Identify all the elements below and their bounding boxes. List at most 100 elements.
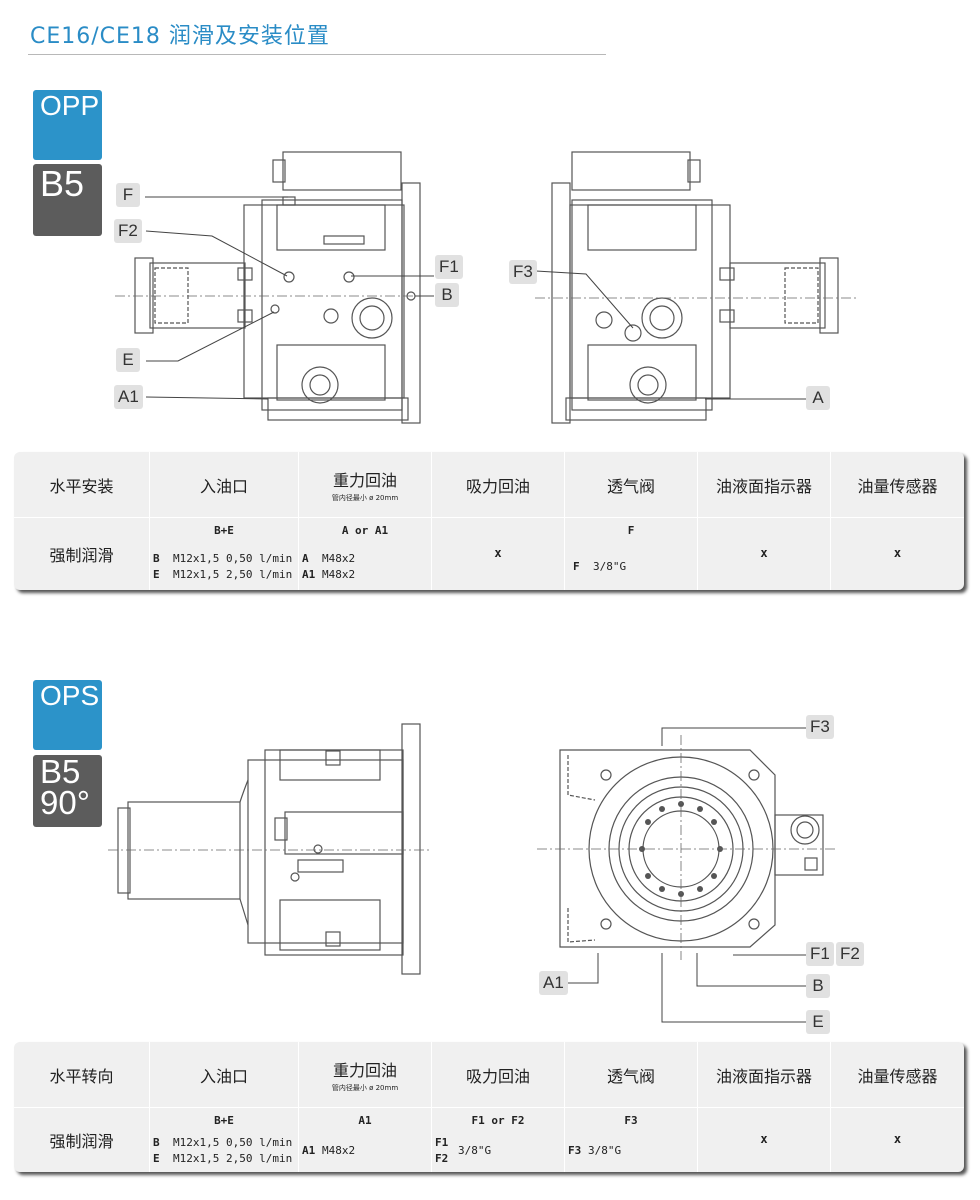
header-gravity: 重力回油 — [332, 1060, 397, 1080]
level-x: x — [760, 546, 768, 560]
callout-f2: F2 — [114, 219, 142, 243]
callout-e: E — [116, 348, 140, 372]
ops-spec-table: 水平转向 入油口 重力回油管内径最小 ø 20mm 吸力回油 透气阀 油液面指示… — [14, 1042, 964, 1172]
suction-key: F2 — [435, 1152, 449, 1165]
header-cell: 入油口 — [149, 452, 298, 517]
callout-f3: F3 — [806, 715, 834, 739]
row-divider — [14, 1107, 964, 1108]
inlet-value: M12x1,5 2,50 l/min — [173, 1152, 293, 1165]
header-inlet: 入油口 — [199, 1066, 248, 1086]
inlet-title: B+E — [214, 524, 234, 537]
header-mounting: 水平转向 — [49, 1066, 114, 1086]
header-cell: 透气阀 — [564, 1042, 697, 1107]
vent-title: F — [627, 524, 635, 537]
tag-b5-90-line1: B5 — [40, 753, 81, 790]
gravity-title: A1 — [358, 1114, 372, 1127]
header-inlet: 入油口 — [199, 476, 248, 496]
header-cell: 透气阀 — [564, 452, 697, 517]
row-label: 强制润滑 — [49, 1132, 114, 1151]
header-cell: 油液面指示器 — [697, 452, 830, 517]
row-label-cell: 强制润滑 — [14, 1108, 149, 1172]
vent-key: F3 — [568, 1144, 582, 1157]
row-divider — [14, 517, 964, 518]
callout-a: A — [806, 386, 830, 410]
gravity-key: A1 — [302, 568, 316, 581]
header-mounting: 水平安装 — [49, 476, 114, 496]
header-cell: 油量传感器 — [830, 452, 964, 517]
sensor-x: x — [893, 546, 902, 560]
header-suction: 吸力回油 — [465, 1066, 530, 1086]
header-gravity-note: 管内径最小 ø 20mm — [331, 1083, 399, 1092]
tag-b5-90: B5 90° — [33, 755, 102, 827]
level-cell: x — [697, 518, 830, 590]
vent-value: 3/8"G — [593, 560, 627, 573]
ops-front-view-drawing — [537, 727, 835, 1023]
header-cell: 水平安装 — [14, 452, 149, 517]
opp-left-view-drawing — [115, 151, 434, 424]
level-cell: x — [697, 1108, 830, 1172]
header-cell: 吸力回油 — [431, 452, 564, 517]
header-cell: 重力回油管内径最小 ø 20mm — [298, 452, 431, 517]
vent-title: F3 — [624, 1114, 638, 1127]
callout-f3: F3 — [509, 260, 537, 284]
header-level: 油液面指示器 — [715, 476, 812, 496]
sensor-cell: x — [830, 518, 964, 590]
header-sensor: 油量传感器 — [857, 1066, 938, 1086]
suction-x: x — [494, 546, 502, 560]
vent-cell: F3 F3 3/8"G — [564, 1108, 697, 1172]
table-header-row: 水平安装 入油口 重力回油管内径最小 ø 20mm 吸力回油 透气阀 油液面指示… — [14, 452, 964, 517]
sensor-x: x — [893, 1132, 902, 1146]
inlet-value: M12x1,5 0,50 l/min — [173, 552, 293, 565]
row-label-cell: 强制润滑 — [14, 518, 149, 590]
gravity-key: A1 — [302, 1144, 316, 1157]
tag-b5-90-line2: 90° — [40, 784, 90, 822]
vent-key: F — [573, 560, 580, 573]
tag-b5: B5 — [33, 164, 102, 236]
inlet-key: B — [153, 552, 160, 565]
callout-f1: F1 — [806, 942, 834, 966]
ops-side-view-drawing — [108, 723, 432, 975]
suction-key: F1 — [435, 1136, 449, 1149]
header-gravity: 重力回油 — [332, 470, 397, 490]
suction-cell: F1 or F2 F1 F2 3/8"G — [431, 1108, 564, 1172]
tag-opp: OPP — [33, 90, 102, 160]
callout-a1: A1 — [539, 971, 568, 995]
callout-b: B — [435, 283, 459, 307]
header-cell: 入油口 — [149, 1042, 298, 1107]
callout-e: E — [806, 1010, 830, 1034]
inlet-key: E — [153, 1152, 160, 1165]
tag-ops: OPS — [33, 680, 102, 750]
row-label: 强制润滑 — [49, 546, 114, 565]
callout-f: F — [116, 183, 140, 207]
opp-right-view-drawing — [535, 151, 858, 424]
header-suction: 吸力回油 — [465, 476, 530, 496]
table-header-row: 水平转向 入油口 重力回油管内径最小 ø 20mm 吸力回油 透气阀 油液面指示… — [14, 1042, 964, 1107]
tag-b5-label: B5 — [40, 163, 85, 204]
suction-title: F1 or F2 — [471, 1114, 525, 1127]
callout-f2: F2 — [836, 942, 864, 966]
tag-ops-label: OPS — [40, 680, 100, 711]
callout-a1: A1 — [114, 385, 143, 409]
gravity-value: M48x2 — [322, 552, 356, 565]
callout-f1: F1 — [435, 255, 463, 279]
header-level: 油液面指示器 — [715, 1066, 812, 1086]
sensor-cell: x — [830, 1108, 964, 1172]
header-sensor: 油量传感器 — [857, 476, 938, 496]
gravity-key: A — [302, 552, 309, 565]
callout-b: B — [806, 974, 830, 998]
suction-value: 3/8"G — [458, 1144, 492, 1157]
page-title: CE16/CE18 润滑及安装位置 — [30, 24, 330, 49]
inlet-key: B — [153, 1136, 160, 1149]
header-vent: 透气阀 — [606, 476, 655, 496]
vent-value: 3/8"G — [588, 1144, 622, 1157]
inlet-key: E — [153, 568, 160, 581]
level-x: x — [760, 1132, 768, 1146]
title-rule — [28, 54, 606, 55]
inlet-value: M12x1,5 0,50 l/min — [173, 1136, 293, 1149]
gravity-value: M48x2 — [322, 568, 356, 581]
header-cell: 水平转向 — [14, 1042, 149, 1107]
